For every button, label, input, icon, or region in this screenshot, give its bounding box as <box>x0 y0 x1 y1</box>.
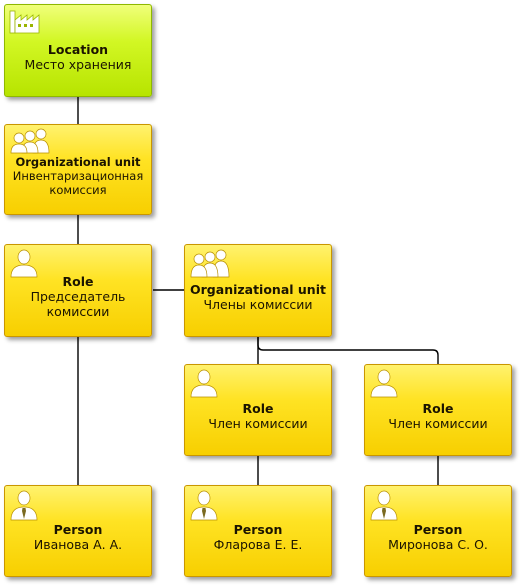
person-tie-icon <box>10 490 38 521</box>
node-type-label: Person <box>233 522 283 537</box>
person-tie-icon <box>370 490 398 521</box>
people-group-icon <box>10 128 50 154</box>
person-tie-icon <box>190 490 218 521</box>
org-unit-inventory-node[interactable]: Organizational unit Инвентаризационная к… <box>4 124 152 215</box>
node-name-label: Место хранения <box>24 56 132 72</box>
node-type-label: Organizational unit <box>190 281 326 297</box>
node-type-label: Location <box>47 41 109 57</box>
person-icon <box>190 369 218 398</box>
node-type-label: Role <box>62 274 94 289</box>
node-type-label: Organizational unit <box>15 154 141 169</box>
person-icon <box>370 369 398 398</box>
person-ivanova-node[interactable]: Person Иванова А. А. <box>4 485 152 577</box>
person-flarova-node[interactable]: Person Фларова Е. Е. <box>184 485 332 577</box>
location-node[interactable]: Location Место хранения <box>4 4 152 97</box>
org-unit-members-node[interactable]: Organizational unit Члены комиссии <box>184 244 332 337</box>
node-name-label: Инвентаризационная комиссия <box>12 168 144 197</box>
factory-icon <box>9 10 40 34</box>
node-type-label: Role <box>242 401 274 416</box>
node-name-label: Иванова А. А. <box>33 537 123 552</box>
role-member-1-node[interactable]: Role Член комиссии <box>184 364 332 456</box>
node-type-label: Role <box>422 401 454 416</box>
person-mironova-node[interactable]: Person Миронова С. О. <box>364 485 512 577</box>
node-name-label: Члены комиссии <box>203 296 313 312</box>
node-name-label: Председатель комиссии <box>30 289 126 319</box>
role-member-2-node[interactable]: Role Член комиссии <box>364 364 512 456</box>
node-name-label: Фларова Е. Е. <box>213 537 303 552</box>
node-name-label: Член комиссии <box>208 416 308 431</box>
node-type-label: Person <box>53 522 103 537</box>
node-name-label: Миронова С. О. <box>388 537 488 552</box>
node-type-label: Person <box>413 522 463 537</box>
edge-org-members-role-2 <box>257 337 439 364</box>
role-chair-node[interactable]: Role Председатель комиссии <box>4 244 152 337</box>
person-icon <box>10 249 38 278</box>
node-name-label: Член комиссии <box>388 416 488 431</box>
people-group-icon <box>190 249 230 278</box>
